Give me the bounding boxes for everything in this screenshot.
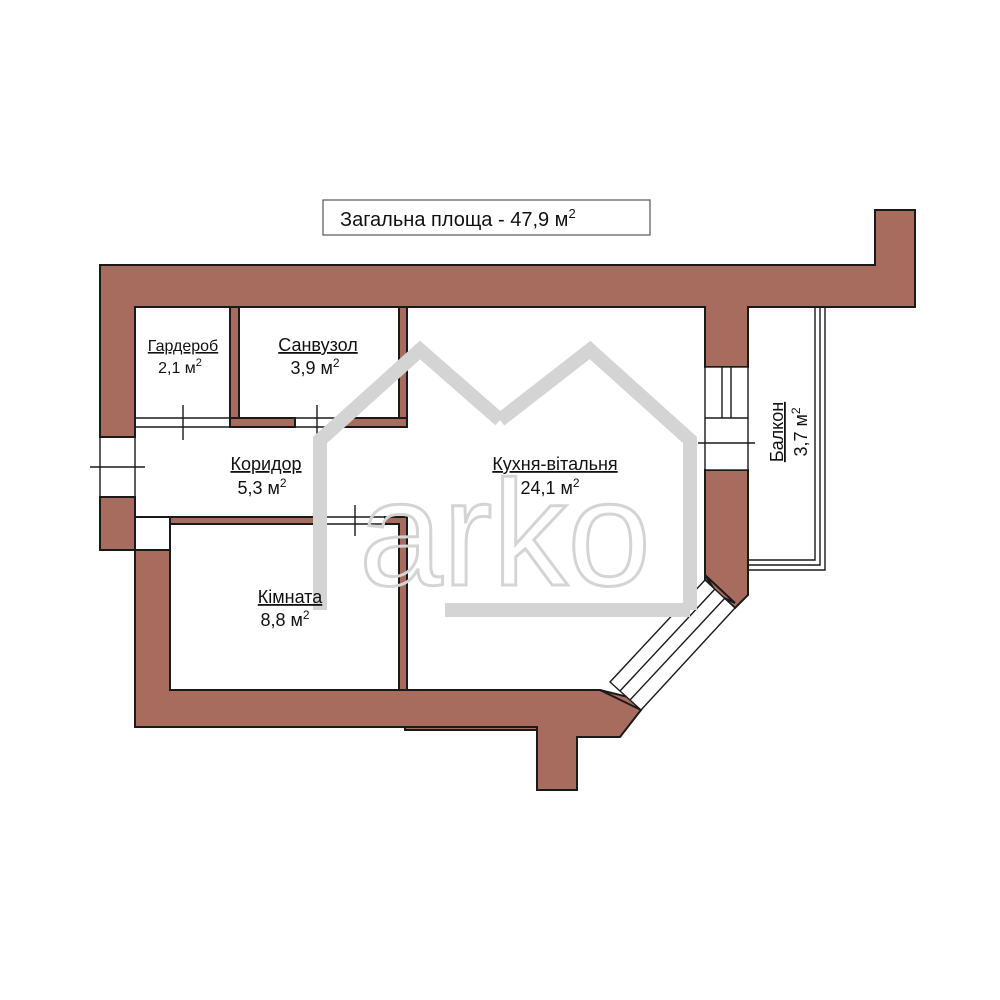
room-bedroom: Кімната 8,8 м2 [258,587,323,630]
balcony-door [698,366,755,471]
diagonal-window [609,579,736,711]
house-outline-icon [313,340,697,617]
room-corridor: Коридор 5,3 м2 [230,454,301,498]
total-area-text: Загальна площа - 47,9 м [340,209,568,231]
bathroom-area: 3,9 м2 [290,356,339,378]
balcony [748,306,826,571]
wardrobe-area: 2,1 м2 [158,357,202,377]
watermark: arko [313,340,697,619]
watermark-brand: arko [359,449,651,617]
kitchen-area: 24,1 м2 [520,476,579,498]
corridor-name: Коридор [230,454,301,474]
total-area-label: Загальна площа - 47,9 м2 [340,206,576,231]
balcony-name: Балкон [767,402,787,462]
total-area-sup: 2 [568,206,575,221]
kitchen-name: Кухня-вітальня [492,454,617,474]
balcony-area: 3,7 м2 [789,407,811,456]
bathroom-name: Санвузол [278,335,358,355]
room-bathroom: Санвузол 3,9 м2 [278,335,358,378]
doors [90,405,385,536]
room-balcony: Балкон 3,7 м2 [767,402,811,462]
room-wardrobe: Гардероб 2,1 м2 [148,338,218,377]
total-area-box: Загальна площа - 47,9 м2 [322,199,651,236]
bedroom-name: Кімната [258,587,323,607]
room-kitchen: Кухня-вітальня 24,1 м2 [492,454,617,498]
corridor-area: 5,3 м2 [237,476,286,498]
bedroom-area: 8,8 м2 [260,608,309,630]
wardrobe-name: Гардероб [148,338,218,355]
